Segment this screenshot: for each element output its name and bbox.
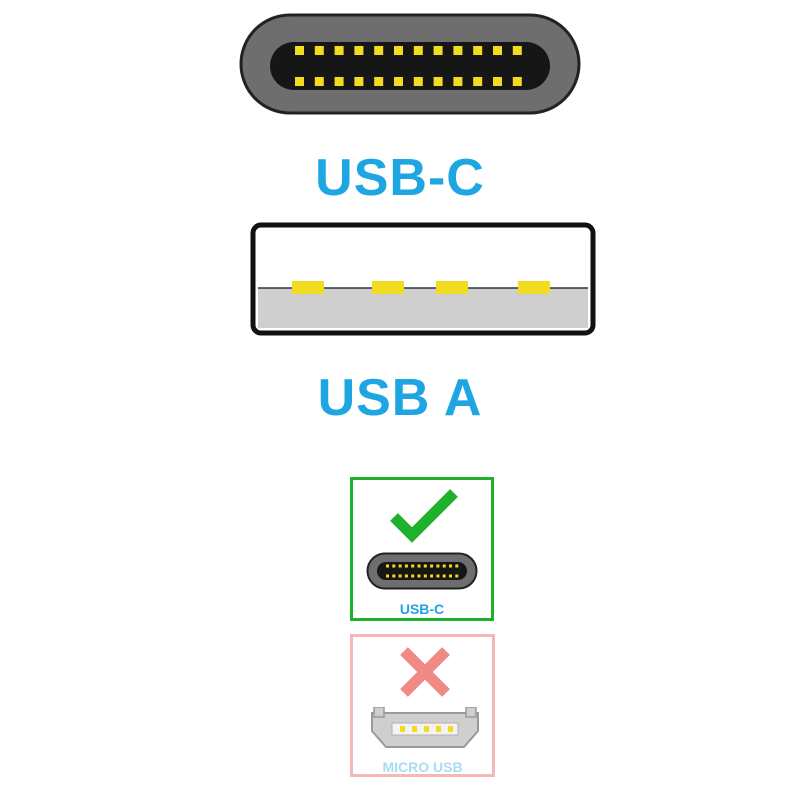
usb-c-pin bbox=[473, 46, 483, 55]
usb-a-pin bbox=[292, 281, 324, 294]
usb-c-small-pin bbox=[411, 574, 415, 578]
usb-c-pin bbox=[433, 46, 443, 55]
check-icon bbox=[390, 489, 458, 543]
micro-usb-pin bbox=[412, 726, 417, 732]
usb-c-small-pin bbox=[442, 574, 446, 578]
usb-a-pin bbox=[372, 281, 404, 294]
micro-usb-pin bbox=[400, 726, 405, 732]
usb-c-small-pin bbox=[423, 564, 427, 568]
usb-c-small-pin bbox=[392, 574, 396, 578]
incompatible-box: MICRO USB bbox=[350, 634, 495, 777]
usb-c-small-pin bbox=[392, 564, 396, 568]
usb-c-small-pin bbox=[423, 574, 427, 578]
micro-usb-pin bbox=[424, 726, 429, 732]
usb-c-pin bbox=[314, 46, 324, 55]
usb-c-pin bbox=[512, 46, 522, 55]
usb-c-small-pin bbox=[436, 564, 440, 568]
usb-c-pin bbox=[314, 77, 324, 86]
usb-c-small-pin bbox=[404, 574, 408, 578]
usb-c-small-pin bbox=[398, 574, 402, 578]
usb-a-label: USB A bbox=[317, 369, 483, 427]
compatible-box: USB-C bbox=[350, 477, 494, 621]
usb-c-pin bbox=[374, 46, 384, 55]
usb-c-pin bbox=[453, 46, 463, 55]
usb-c-small-pin bbox=[386, 574, 389, 578]
usb-c-pin bbox=[433, 77, 443, 86]
usb-c-pin bbox=[394, 77, 403, 86]
usb-c-small-pin bbox=[417, 564, 421, 568]
micro-usb-icon bbox=[371, 707, 479, 748]
cross-icon bbox=[400, 647, 450, 697]
usb-c-small-pin bbox=[398, 564, 402, 568]
usb-c-pin bbox=[374, 77, 384, 86]
usb-c-pin bbox=[493, 77, 502, 86]
usb-c-pin bbox=[295, 77, 304, 86]
usb-c-connector bbox=[238, 12, 582, 116]
usb-c-pin bbox=[413, 77, 423, 86]
usb-c-pin bbox=[493, 46, 502, 55]
usb-c-small-pin bbox=[455, 574, 459, 578]
usb-a-connector bbox=[250, 222, 596, 336]
usb-c-small-pin bbox=[430, 564, 434, 568]
usb-c-pin bbox=[512, 77, 522, 86]
usb-c-small-pin bbox=[417, 574, 421, 578]
usb-c-small-pin bbox=[386, 564, 389, 568]
usb-c-small-pin bbox=[442, 564, 446, 568]
usb-c-pin bbox=[295, 46, 304, 55]
usb-c-small-pin bbox=[455, 564, 459, 568]
usb-c-pin bbox=[413, 46, 423, 55]
usb-c-pin bbox=[334, 46, 344, 55]
usb-a-pin bbox=[436, 281, 468, 294]
usb-c-pin bbox=[354, 77, 364, 86]
usb-c-small-pin bbox=[449, 564, 452, 568]
usb-c-small-pin bbox=[436, 574, 440, 578]
micro-usb-pin bbox=[436, 726, 441, 732]
usb-c-small-pin bbox=[449, 574, 452, 578]
usb-a-pins bbox=[292, 281, 550, 294]
usb-a-pin bbox=[518, 281, 550, 294]
usb-c-small-pin bbox=[404, 564, 408, 568]
usb-c-small-pin bbox=[430, 574, 434, 578]
compatible-label: USB-C bbox=[399, 601, 445, 617]
usb-c-pin bbox=[473, 77, 483, 86]
usb-c-pin bbox=[334, 77, 344, 86]
micro-usb-pin bbox=[448, 726, 453, 732]
usb-c-small-pin bbox=[411, 564, 415, 568]
usb-c-pins bbox=[295, 46, 522, 86]
usb-c-pin bbox=[453, 77, 463, 86]
usb-c-small-icon bbox=[366, 552, 478, 590]
usb-c-pin bbox=[394, 46, 403, 55]
usb-c-pin bbox=[354, 46, 364, 55]
usb-c-label: USB-C bbox=[315, 149, 485, 207]
incompatible-label: MICRO USB bbox=[382, 759, 463, 775]
